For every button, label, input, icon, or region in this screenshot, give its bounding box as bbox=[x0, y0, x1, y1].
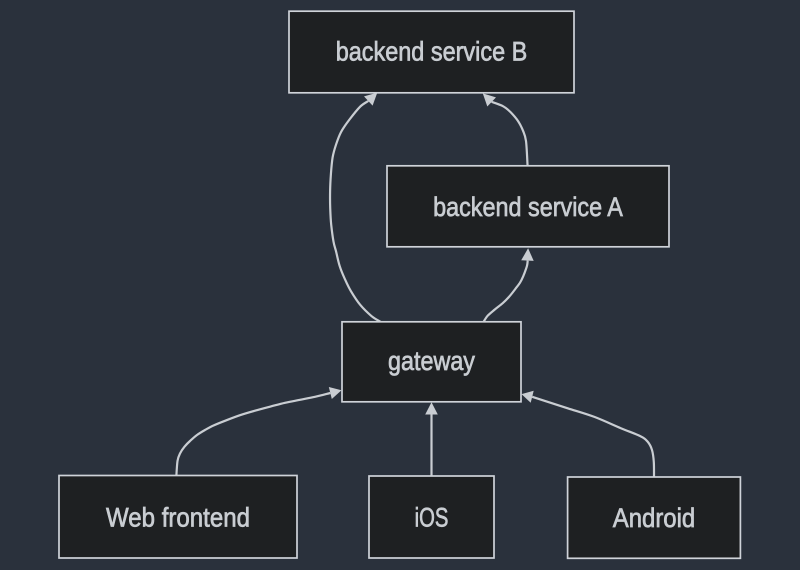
svg-text:backend service B: backend service B bbox=[336, 37, 528, 67]
svg-text:gateway: gateway bbox=[388, 346, 475, 376]
svg-text:backend service A: backend service A bbox=[433, 192, 623, 222]
svg-text:Web frontend: Web frontend bbox=[106, 502, 250, 532]
svg-text:iOS: iOS bbox=[415, 503, 449, 533]
svg-text:Android: Android bbox=[613, 503, 696, 533]
